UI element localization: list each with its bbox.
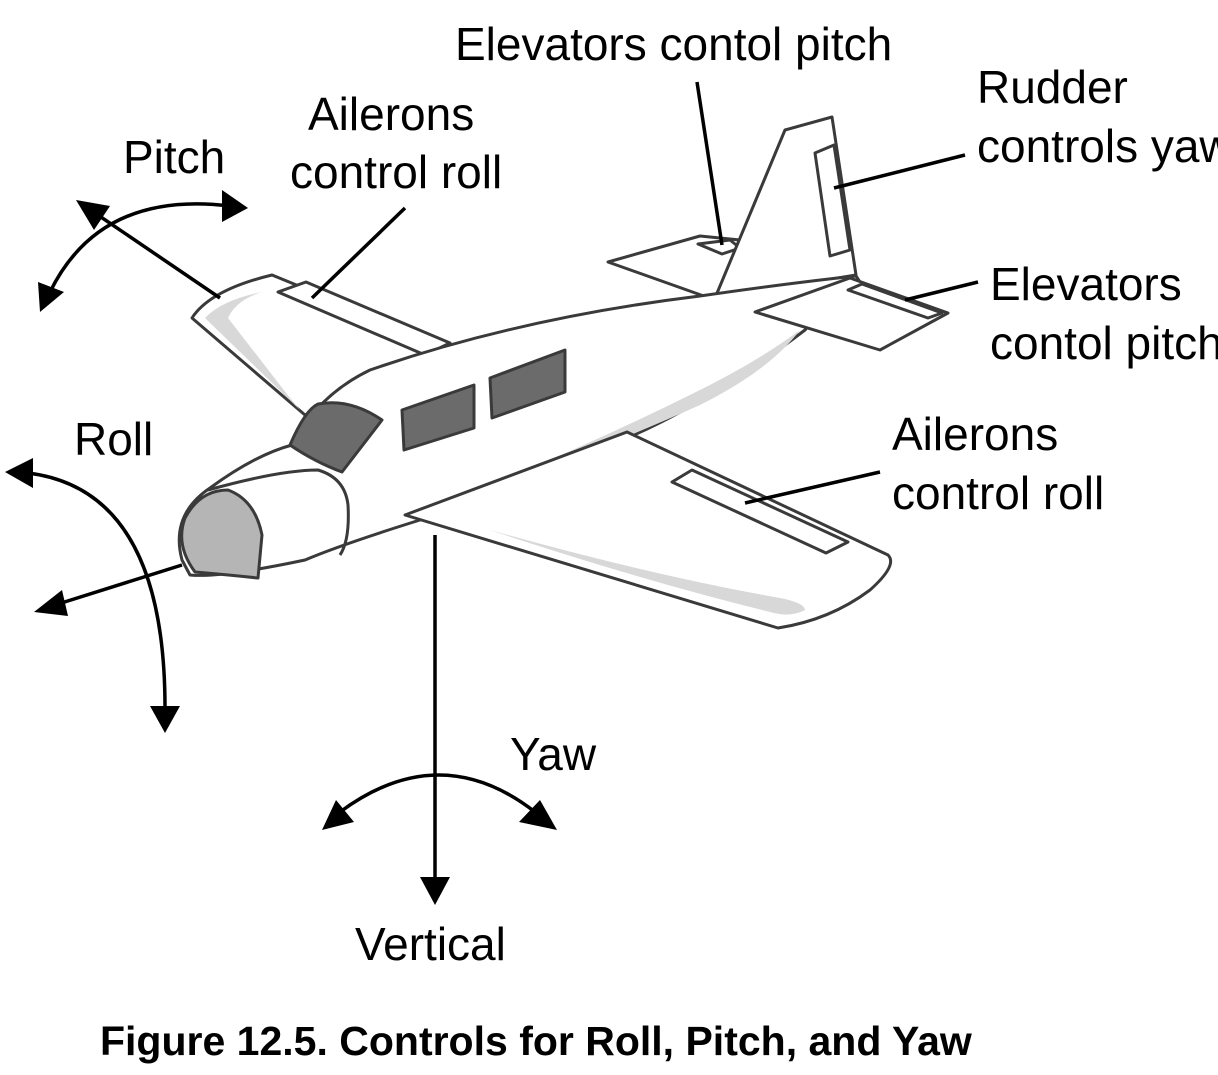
rudder-surface	[813, 143, 852, 258]
right-wing-highlight	[490, 530, 805, 615]
label-pitch: Pitch	[123, 131, 225, 183]
vertical-axis-arrowhead	[420, 877, 450, 905]
label-vertical: Vertical	[355, 918, 506, 970]
yaw-rotation-arc	[338, 773, 537, 814]
label-rudder-line2: controls yaw	[977, 120, 1218, 172]
leader-ailerons-left	[310, 206, 407, 300]
label-yaw: Yaw	[510, 728, 597, 780]
label-ailerons-right-line1: Ailerons	[892, 408, 1058, 460]
left-wing-highlight	[205, 292, 300, 410]
figure-caption: Figure 12.5. Controls for Roll, Pitch, a…	[100, 1018, 972, 1064]
label-elevators-top: Elevators contol pitch	[455, 18, 892, 70]
leader-lines	[310, 81, 979, 505]
left-aileron-surface	[276, 280, 452, 357]
label-elevators-right-line2: contol pitch	[990, 317, 1218, 369]
cabin-window-rear	[488, 348, 567, 420]
cowling-line	[207, 468, 350, 556]
labels: Elevators contol pitch Rudder controls y…	[74, 18, 1218, 1064]
label-ailerons-left-line1: Ailerons	[308, 88, 474, 140]
roll-axis-arrowhead	[34, 590, 68, 616]
leader-rudder	[833, 153, 966, 190]
pitch-rotation-arrowhead-up	[222, 190, 248, 222]
pitch-rotation-arc	[48, 202, 231, 293]
yaw-rotation-arrowhead-right	[519, 800, 557, 830]
leader-elevators-top	[695, 81, 724, 246]
pitch-axis-line	[94, 211, 221, 300]
roll-rotation-arrowhead-down	[150, 706, 180, 733]
pitch-rotation-arrowhead-down	[38, 282, 64, 312]
roll-rotation-arrowhead-left	[5, 458, 33, 488]
axes	[5, 190, 557, 905]
airplane-illustration	[177, 115, 950, 630]
near-elevator-surface	[846, 282, 944, 320]
label-ailerons-right-line2: control roll	[892, 467, 1104, 519]
leader-elevators-right	[904, 280, 979, 302]
cabin-window-front	[400, 383, 476, 452]
windshield	[288, 401, 384, 474]
leader-ailerons-right	[744, 470, 881, 505]
yaw-rotation-arrowhead-left	[322, 800, 354, 830]
right-aileron-surface	[670, 468, 850, 555]
label-rudder-line1: Rudder	[977, 61, 1128, 113]
label-roll: Roll	[74, 413, 153, 465]
label-ailerons-left-line2: control roll	[290, 146, 502, 198]
near-horizontal-stabilizer	[753, 276, 950, 352]
label-elevators-right-line1: Elevators	[990, 258, 1182, 310]
roll-rotation-arc	[27, 471, 167, 709]
pitch-axis-arrowhead	[76, 200, 110, 230]
right-wing	[403, 430, 893, 630]
nose-cone	[180, 488, 264, 580]
roll-axis-line	[54, 563, 183, 607]
